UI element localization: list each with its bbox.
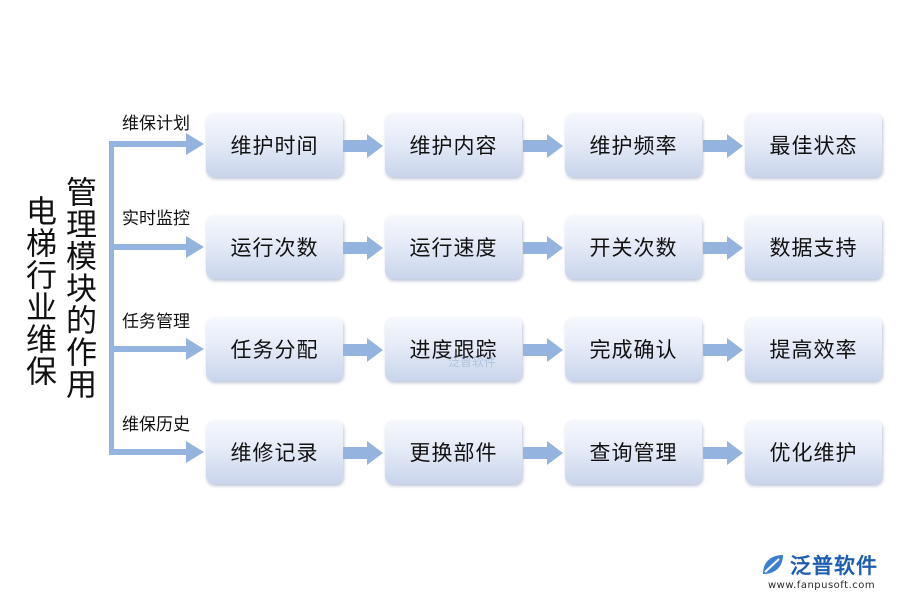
step-arrow-4-2 [523, 441, 563, 465]
step-box-2-1: 运行次数 [206, 215, 343, 279]
step-box-3-2: 进度跟踪 [385, 317, 522, 381]
branch-arrow-3 [186, 338, 204, 360]
step-box-3-4: 提高效率 [745, 317, 882, 381]
branch-line-2 [109, 244, 189, 250]
step-box-4-4: 优化维护 [745, 420, 882, 484]
step-arrow-4-1 [343, 441, 383, 465]
connector-spine [109, 144, 114, 455]
branch-line-1 [109, 141, 189, 147]
step-arrow-1-3 [703, 134, 743, 158]
step-arrow-2-3 [703, 236, 743, 260]
step-box-1-4: 最佳状态 [745, 113, 882, 177]
step-box-4-2: 更换部件 [385, 420, 522, 484]
branch-arrow-1 [186, 133, 204, 155]
brand-url: www.fanpusoft.com [768, 580, 876, 591]
branch-label-4: 维保历史 [122, 415, 190, 435]
step-box-1-1: 维护时间 [206, 113, 343, 177]
branch-arrow-2 [186, 236, 204, 258]
leaf-icon [763, 555, 783, 574]
step-arrow-2-1 [343, 236, 383, 260]
step-box-3-3: 完成确认 [565, 317, 702, 381]
step-box-4-1: 维修记录 [206, 420, 343, 484]
branch-label-3: 任务管理 [122, 312, 190, 332]
step-arrow-3-2 [523, 338, 563, 362]
step-box-3-1: 任务分配 [206, 317, 343, 381]
step-arrow-4-3 [703, 441, 743, 465]
step-box-2-2: 运行速度 [385, 215, 522, 279]
step-arrow-3-1 [343, 338, 383, 362]
step-box-1-3: 维护频率 [565, 113, 702, 177]
diagram-subtitle: 管理模块的作用 [60, 176, 96, 400]
brand-logo: 泛普软件 www.fanpusoft.com [760, 550, 895, 594]
step-arrow-3-3 [703, 338, 743, 362]
branch-arrow-4 [186, 441, 204, 463]
step-box-2-3: 开关次数 [565, 215, 702, 279]
step-arrow-1-1 [343, 134, 383, 158]
branch-line-3 [109, 346, 189, 352]
step-arrow-2-2 [523, 236, 563, 260]
watermark: 泛普软件 [448, 355, 497, 369]
branch-label-1: 维保计划 [122, 114, 190, 134]
branch-label-2: 实时监控 [122, 209, 190, 229]
branch-line-4 [109, 449, 189, 455]
step-arrow-1-2 [523, 134, 563, 158]
brand-name: 泛普软件 [790, 554, 878, 578]
step-box-2-4: 数据支持 [745, 215, 882, 279]
step-box-1-2: 维护内容 [385, 113, 522, 177]
diagram-title: 电梯行业维保 [20, 195, 56, 387]
step-box-4-3: 查询管理 [565, 420, 702, 484]
